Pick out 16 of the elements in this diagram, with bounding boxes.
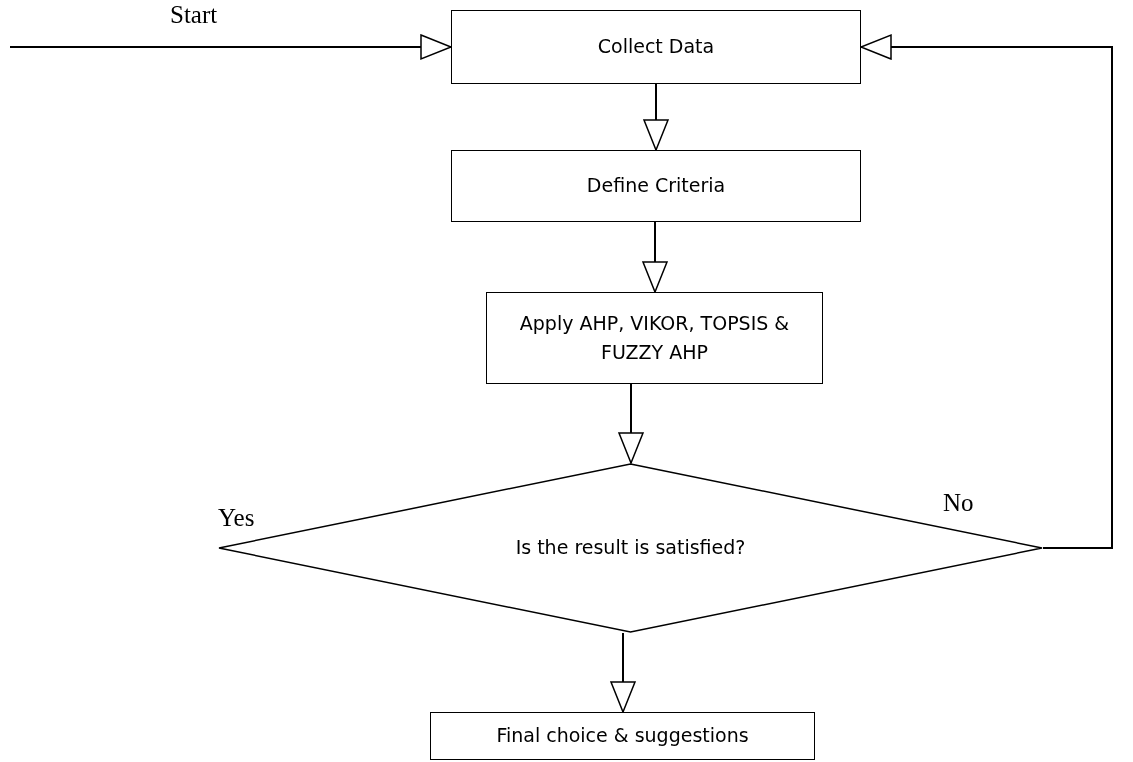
- node-text: Define Criteria: [586, 173, 726, 199]
- node-text: Final choice & suggestions: [496, 723, 749, 749]
- arrow: [618, 383, 644, 464]
- arrow: [9, 34, 452, 60]
- arrow: [643, 83, 669, 151]
- node-text: Apply AHP, VIKOR, TOPSIS & FUZZY AHP: [518, 310, 791, 365]
- process-box: [451, 150, 861, 222]
- arrow: [860, 34, 1113, 549]
- process-box: [486, 292, 823, 384]
- decision-diamond: [218, 463, 1043, 633]
- arrow: [642, 221, 668, 293]
- process-box: [430, 712, 815, 760]
- node-text: Collect Data: [597, 34, 715, 60]
- process-box: [451, 10, 861, 84]
- node-text: Is the result is satisfied?: [515, 535, 746, 561]
- arrow: [610, 632, 636, 713]
